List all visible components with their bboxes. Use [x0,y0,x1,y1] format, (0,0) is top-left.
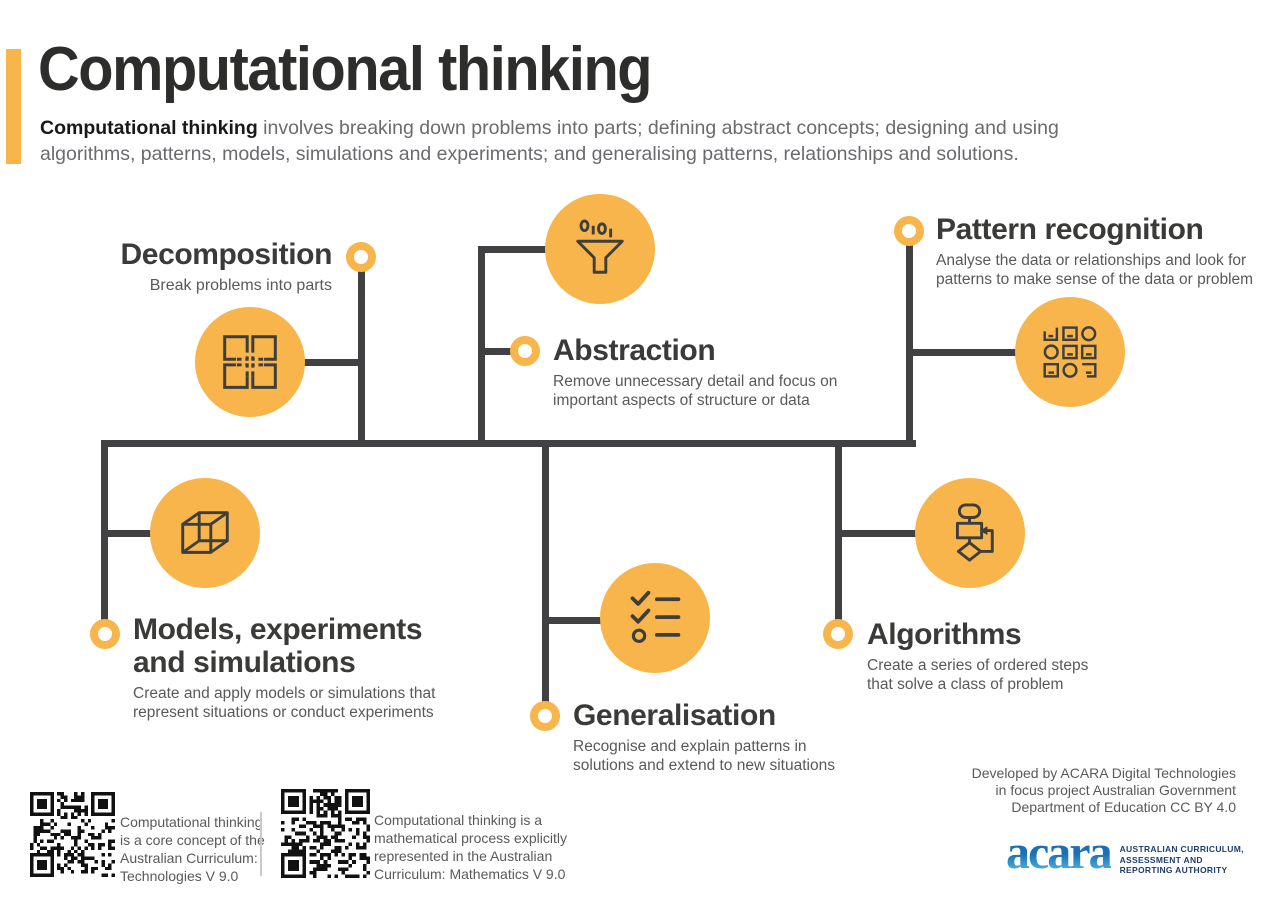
models-bubble [150,478,260,588]
generalisation-desc-line-1: Recognise and explain patterns in [573,738,807,755]
models-title-line-1: Models, experiments [133,613,423,646]
qr-caption-technologies-line-3: Australian Curriculum: [120,850,258,866]
abstraction-node-ring-icon [510,336,540,366]
pattern-grid-icon [1043,326,1097,378]
models-node-ring-icon [90,619,120,649]
acara-logo: acara AUSTRALIAN CURRICULUM, ASSESSMENT … [1006,826,1244,879]
qr-caption-technologies-line-1: Computational thinking [120,814,263,830]
qr-caption-mathematics-line-1: Computational thinking is a [374,812,543,828]
pattern-node-ring-icon [894,216,924,246]
qr-caption-mathematics-line-4: Curriculum: Mathematics V 9.0 [374,866,566,882]
generalisation-label: Generalisation Recognise and explain pat… [573,699,873,775]
connector-line-pattern [906,231,913,444]
connector-branch-pattern [908,349,1020,356]
intro-line-2: algorithms, patterns, models, simulation… [40,142,1019,165]
qr-code-technologies [30,792,115,877]
qr-caption-mathematics-line-2: mathematical process explicitly [374,830,567,846]
intro-line-1-rest: involves breaking down problems into par… [257,117,1059,139]
abstraction-desc-line-2: important aspects of structure or data [553,392,810,409]
acara-tagline-line-3: REPORTING AUTHORITY [1119,865,1228,875]
connector-branch-abstraction-ring [480,348,528,355]
abstraction-bubble [545,194,655,304]
acara-tagline-line-1: AUSTRALIAN CURRICULUM, [1119,844,1244,854]
connector-branch-algorithms [837,530,923,537]
connector-branch-generalisation [544,617,610,624]
qr-caption-technologies-line-2: is a core concept of the [120,832,265,848]
acara-wordmark: acara [1006,826,1113,879]
intro-paragraph: Computational thinking involves breaking… [40,116,1059,167]
attribution-line-3: Department of Education CC BY 4.0 [1011,799,1236,815]
qr-caption-mathematics: Computational thinking is a mathematical… [374,811,567,883]
algorithms-bubble [915,478,1025,588]
pattern-desc-line-2: patterns to make sense of the data or pr… [936,271,1254,288]
connector-line-generalisation [542,442,549,716]
attribution-line-2: in focus project Australian Government [995,782,1236,798]
generalisation-node-ring-icon [530,701,560,731]
qr-code-mathematics [281,789,370,878]
connector-trunk-line [101,440,916,447]
accent-bar [6,49,21,164]
intro-bold-lead: Computational thinking [40,117,258,139]
algorithms-node-ring-icon [823,619,853,649]
pattern-desc-line-1: Analyse the data or relationships and lo… [936,252,1247,269]
attribution-line-1: Developed by ACARA Digital Technologies [971,765,1236,781]
connector-branch-decomposition [297,359,362,366]
intro-line-1: Computational thinking involves breaking… [40,116,1059,142]
abstraction-desc-line-1: Remove unnecessary detail and focus on [553,373,838,390]
models-desc-line-1: Create and apply models or simulations t… [133,685,436,702]
decomposition-bubble [195,307,305,417]
decomposition-title: Decomposition [120,238,333,271]
generalisation-checklist-icon [630,590,681,644]
algorithms-label: Algorithms Create a series of ordered st… [867,618,1147,694]
connector-branch-abstraction-icon [480,246,555,253]
abstraction-funnel-icon [576,219,624,274]
models-cube-icon [181,511,229,554]
pattern-title: Pattern recognition [936,213,1204,246]
qr-caption-technologies: Computational thinking is a core concept… [120,813,265,885]
algorithms-title: Algorithms [867,618,1022,651]
generalisation-bubble [600,563,710,673]
algorithms-desc: Create a series of ordered steps that so… [867,656,1147,694]
attribution-text: Developed by ACARA Digital Technologies … [896,765,1236,816]
models-title-line-2: and simulations [133,646,356,679]
acara-tagline-line-2: ASSESSMENT AND [1119,854,1203,865]
page-title: Computational thinking [38,35,653,104]
abstraction-title: Abstraction [553,334,716,367]
connector-line-models [101,442,108,634]
models-desc: Create and apply models or simulations t… [133,684,463,722]
connector-line-abstraction [478,246,485,444]
qr-caption-technologies-line-4: Technologies V 9.0 [120,868,239,884]
pattern-desc: Analyse the data or relationships and lo… [936,251,1266,289]
decomposition-desc: Break problems into parts [149,277,332,294]
footer-divider [260,812,262,876]
decomposition-label: Decomposition Break problems into parts [62,238,333,295]
connector-line-algorithms [835,442,842,634]
acara-tagline: AUSTRALIAN CURRICULUM, ASSESSMENT AND RE… [1120,844,1244,876]
generalisation-desc: Recognise and explain patterns in soluti… [573,737,873,775]
decomposition-node-ring-icon [346,242,376,272]
generalisation-desc-line-2: solutions and extend to new situations [573,757,835,774]
algorithms-desc-line-1: Create a series of ordered steps [867,657,1089,674]
algorithms-desc-line-2: that solve a class of problem [867,676,1064,693]
decomposition-squares-icon [223,335,277,389]
connector-line-decomposition [358,257,365,447]
abstraction-label: Abstraction Remove unnecessary detail an… [553,334,863,410]
connector-branch-models [103,530,161,537]
pattern-bubble [1015,297,1125,407]
qr-caption-mathematics-line-3: represented in the Australian [374,848,553,864]
models-title: Models, experiments and simulations [133,613,463,679]
pattern-label: Pattern recognition Analyse the data or … [936,213,1266,289]
generalisation-title: Generalisation [573,699,776,732]
models-label: Models, experiments and simulations Crea… [133,613,463,722]
algorithms-flowchart-icon [955,503,994,562]
abstraction-desc: Remove unnecessary detail and focus on i… [553,372,863,410]
models-desc-line-2: represent situations or conduct experime… [133,704,434,721]
